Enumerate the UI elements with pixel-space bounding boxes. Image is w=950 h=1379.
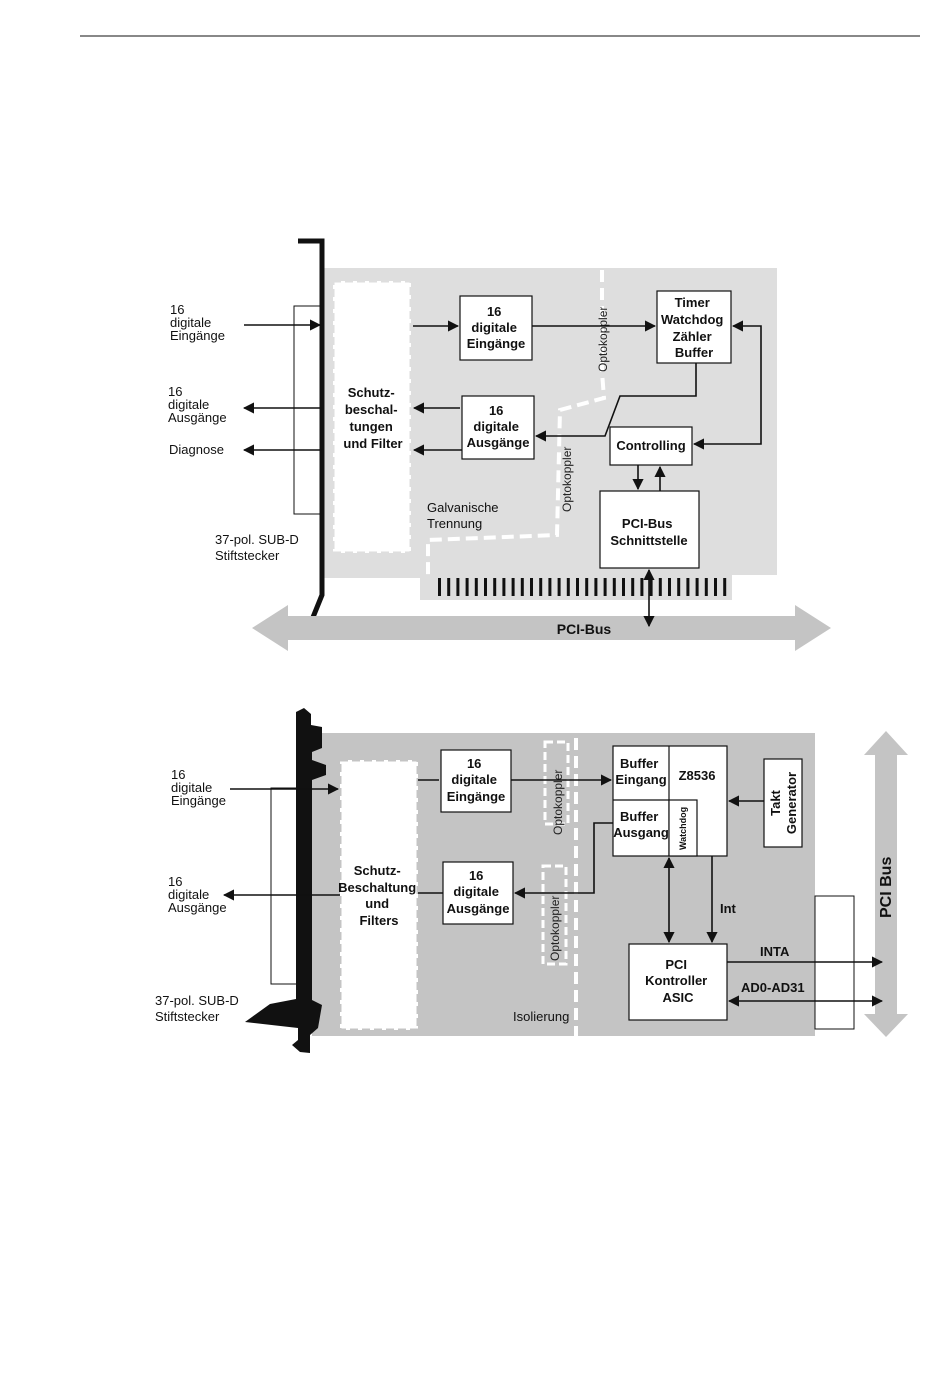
diagram-pci-card: PCI-Bus Schutz- beschal- tungen und Filt… [168, 238, 831, 651]
edge-contact [603, 578, 607, 596]
digital-outputs-block [461, 395, 535, 460]
edge-contact [539, 578, 543, 596]
edge-contact [566, 578, 570, 596]
edge-contact [557, 578, 561, 596]
arrow-buffer-to-outputs [513, 822, 613, 899]
edge-contact [649, 578, 653, 596]
edge-contact [714, 578, 717, 596]
galvanic-isolation-label: Galvanische Trennung [427, 500, 502, 531]
pci-bus-arrow [252, 605, 831, 651]
edge-contact [640, 578, 644, 596]
edge-contact [612, 578, 616, 596]
connector-label: 37-pol. SUB-D Stiftstecker [215, 532, 302, 563]
edge-contact [723, 578, 727, 596]
diagram-compactpci-card: PCI Bus Schutz- Beschaltung und Filters … [155, 708, 908, 1053]
edge-contact [493, 578, 497, 596]
digital-inputs-block-2 [440, 749, 512, 813]
clock-label-line2: Generator [784, 772, 799, 834]
edge-contact [447, 578, 451, 596]
protection-block [331, 279, 413, 555]
optocoupler-bottom-label: Optokoppler [560, 447, 574, 512]
external-outputs-label: 16 digitale Ausgänge [168, 384, 227, 425]
edge-contact [658, 578, 662, 596]
ad-bus-label: AD0-AD31 [741, 980, 805, 995]
edge-contact [594, 578, 598, 596]
controlling-block-label: Controlling [616, 438, 685, 453]
front-panel [245, 708, 326, 1053]
arrow-timer-controlling [692, 320, 762, 450]
digital-inputs-block-2-label: 16 digitale Eingänge [447, 756, 506, 804]
int-label: Int [720, 901, 737, 916]
edge-contact [677, 578, 681, 596]
pci-bus-label-2: PCI Bus [878, 857, 895, 918]
pci-bus-label: PCI-Bus [557, 621, 612, 637]
digital-outputs-block-2-label: 16 digitale Ausgänge [447, 868, 510, 916]
inta-label: INTA [760, 944, 790, 959]
pci-interface-block-label: PCI-Bus Schnittstelle [610, 516, 687, 548]
edge-contact [622, 578, 625, 596]
z8536-label: Z8536 [679, 768, 716, 783]
diagnose-label: Diagnose [169, 442, 224, 457]
optocoupler-top-label: Optokoppler [596, 307, 610, 372]
edge-contact [456, 578, 460, 596]
protection-block-2-label: Schutz- Beschaltung und Filters [338, 863, 420, 928]
sub-d-connector-2 [270, 787, 298, 985]
edge-contact [695, 578, 699, 596]
pci-controller-block [628, 943, 728, 1021]
connector-label-2: 37-pol. SUB-D Stiftstecker [155, 993, 242, 1024]
slot-bracket [298, 238, 325, 638]
edge-contact [474, 578, 478, 596]
edge-contact [668, 578, 671, 596]
edge-contact [520, 578, 524, 596]
buffer-out-label: Buffer Ausgang [613, 809, 669, 840]
clock-generator-block [763, 758, 803, 848]
edge-contact [585, 578, 589, 596]
edge-contact [686, 578, 690, 596]
watchdog-block [668, 799, 698, 857]
sub-d-connector [293, 305, 321, 515]
external-outputs-label-2: 16 digitale Ausgänge [168, 874, 227, 915]
edge-contact [548, 578, 552, 596]
external-inputs-label-2: 16 digitale Eingänge [171, 767, 226, 808]
edge-contact [502, 578, 506, 596]
clock-label-line1: Takt [768, 789, 783, 815]
external-inputs-label: 16 digitale Eingänge [170, 302, 225, 343]
edge-contact [576, 578, 579, 596]
watchdog-label: Watchdog [678, 807, 688, 850]
pci-controller-label: PCI Kontroller ASIC [645, 957, 711, 1005]
protection-block-2 [338, 758, 420, 1032]
galvanic-isolation-line [426, 270, 607, 580]
buffer-in-label: Buffer Eingang [615, 756, 666, 787]
edge-contact [704, 578, 708, 596]
controlling-block [609, 426, 693, 466]
isolation-label: Isolierung [513, 1009, 569, 1024]
optocoupler-box-bottom [541, 864, 568, 966]
edge-contact [484, 578, 487, 596]
edge-contact [631, 578, 635, 596]
card-edge-contacts [438, 578, 727, 596]
optocoupler-top-label-2: Optokoppler [551, 770, 565, 835]
edge-contact [530, 578, 533, 596]
pci-interface-block [599, 490, 700, 569]
edge-contact [438, 578, 441, 596]
optocoupler-bottom-label-2: Optokoppler [548, 896, 562, 961]
protection-block-label: Schutz- beschal- tungen und Filter [343, 385, 402, 451]
optocoupler-box-top [543, 740, 570, 826]
digital-outputs-block-label: 16 digitale Ausgänge [467, 403, 530, 450]
digital-inputs-block [459, 295, 533, 361]
digital-inputs-block-label: 16 digitale Eingänge [467, 304, 526, 351]
digital-outputs-block-2 [442, 861, 514, 925]
edge-contact [511, 578, 515, 596]
edge-contact [465, 578, 469, 596]
